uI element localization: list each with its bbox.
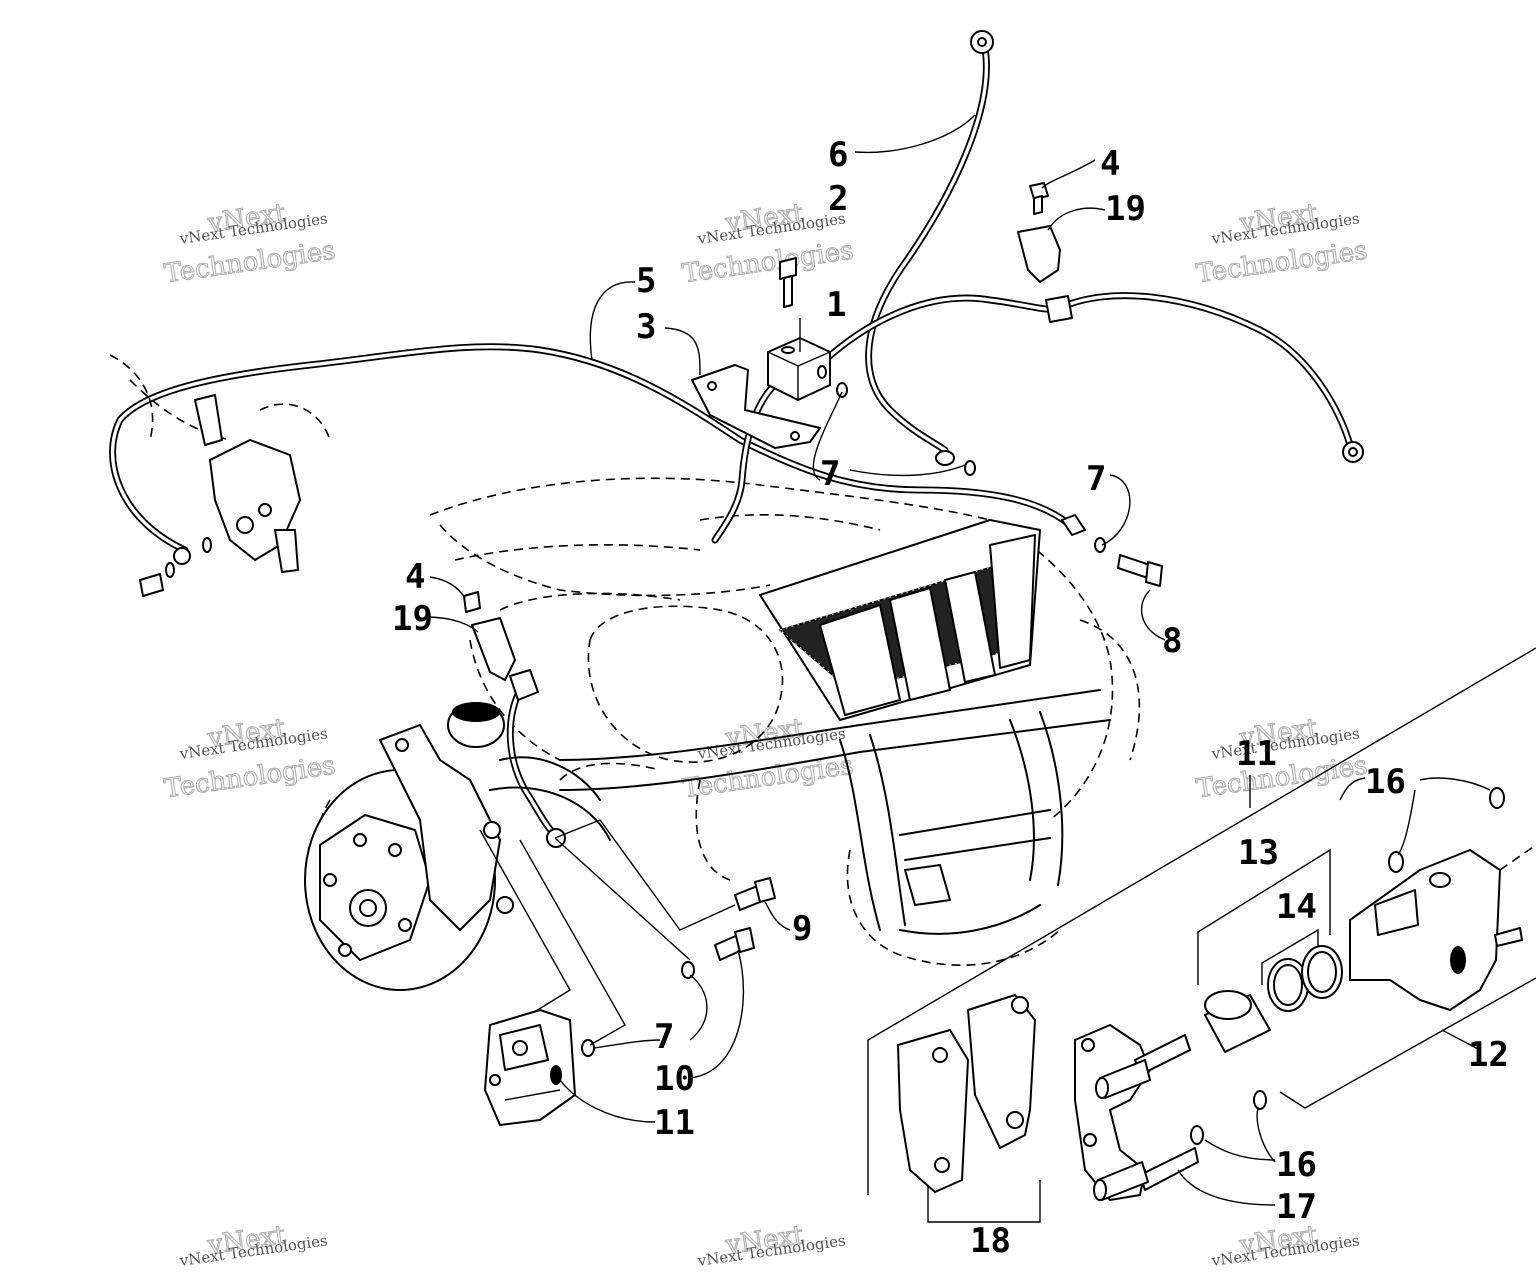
callout-9: 9 [792, 909, 812, 949]
banjo-fitting-upper [836, 382, 1106, 553]
callout-13: 13 [1238, 833, 1279, 873]
steering-knuckle [379, 702, 611, 931]
callout-2: 2 [828, 179, 848, 219]
brake-line-6 [865, 44, 990, 454]
piston-13 [1204, 990, 1271, 1053]
caliper-assembled [484, 1009, 576, 1126]
washer-7-lower-a [681, 961, 695, 979]
callout-7-lower: 7 [654, 1017, 674, 1057]
brake-line-lower-left [506, 686, 559, 839]
callout-10: 10 [654, 1059, 695, 1099]
callout-17: 17 [1276, 1187, 1317, 1227]
grille-assembly [759, 519, 1041, 721]
hose-grommet [1045, 295, 1073, 323]
mounting-bracket [691, 364, 821, 449]
callout-16-upper: 16 [1365, 762, 1406, 802]
callout-11-exploded: 11 [1236, 734, 1277, 774]
hose-end-eyelet-top [970, 30, 994, 54]
callout-14: 14 [1276, 887, 1317, 927]
bolt-2 [779, 257, 797, 308]
callout-1: 1 [826, 285, 846, 325]
slide-pin-17 [1093, 1147, 1199, 1201]
hose-end-eyelet-right [1342, 441, 1364, 463]
watermark: vNext vNext Technologies Technologies [1194, 198, 1370, 290]
caliper-body-12 [1349, 844, 1536, 1011]
callout-3: 3 [636, 307, 656, 347]
o-rings-16 [1190, 787, 1505, 1145]
callout-18: 18 [970, 1221, 1011, 1261]
leader-7-path [519, 839, 626, 1046]
callout-7-upper-b: 7 [1086, 459, 1106, 499]
bolt-9 [734, 877, 776, 911]
master-cylinder [109, 354, 331, 597]
callout-12: 12 [1468, 1035, 1509, 1075]
front-body-outline [429, 477, 1141, 966]
callout-16-lower: 16 [1276, 1145, 1317, 1185]
bolt-10 [714, 927, 755, 961]
callout-4-lower: 4 [405, 557, 425, 597]
watermark: vNext vNext Technologies [178, 1220, 329, 1270]
callout-19-upper: 19 [1105, 189, 1146, 229]
callout-7-upper-a: 7 [820, 454, 840, 494]
callout-leaders [429, 114, 1491, 1206]
brake-line-5 [109, 343, 1074, 554]
callout-11-assembled: 11 [654, 1103, 695, 1143]
clamp-bolt-4-lower [463, 591, 481, 613]
clamp-bolt-4-upper [1029, 182, 1049, 215]
brake-pad-right [967, 994, 1036, 1149]
leader-9 [554, 819, 736, 931]
watermark: vNext vNext Technologies Technologies [1194, 713, 1370, 805]
hose-clamp-19-lower [471, 617, 539, 701]
bumper-frame [559, 689, 1111, 935]
callout-4-upper: 4 [1100, 144, 1120, 184]
watermark-group: vNext vNext Technologies Technologies vN… [162, 198, 1370, 1270]
watermark: vNext vNext Technologies Technologies [162, 198, 338, 290]
callout-labels: 6 2 4 19 5 1 3 7 7 8 4 19 11 16 13 14 9 … [392, 135, 1509, 1261]
brake-line-center-drop [711, 376, 784, 544]
watermark: vNext vNext Technologies Technologies [680, 713, 856, 805]
callout-6: 6 [828, 135, 848, 175]
brake-pad-left [897, 1029, 969, 1193]
brake-line-upper-right [821, 292, 1354, 449]
callout-5: 5 [636, 261, 656, 301]
watermark: vNext vNext Technologies Technologies [162, 713, 338, 805]
callout-19-lower: 19 [392, 599, 433, 639]
wheel-hub-disc [304, 769, 496, 991]
leader-10-path [554, 837, 691, 961]
hose-clamp-19-upper [1017, 225, 1061, 283]
washer-7-lower-b [581, 1039, 595, 1057]
slide-pin-upper [1095, 1034, 1191, 1099]
brake-junction-block [767, 337, 831, 401]
bolt-8 [1117, 554, 1163, 587]
exploded-view-frame [867, 647, 1536, 1223]
watermark: vNext vNext Technologies [696, 1220, 847, 1270]
callout-8: 8 [1162, 621, 1182, 661]
seal-rings-14 [1267, 945, 1343, 1012]
